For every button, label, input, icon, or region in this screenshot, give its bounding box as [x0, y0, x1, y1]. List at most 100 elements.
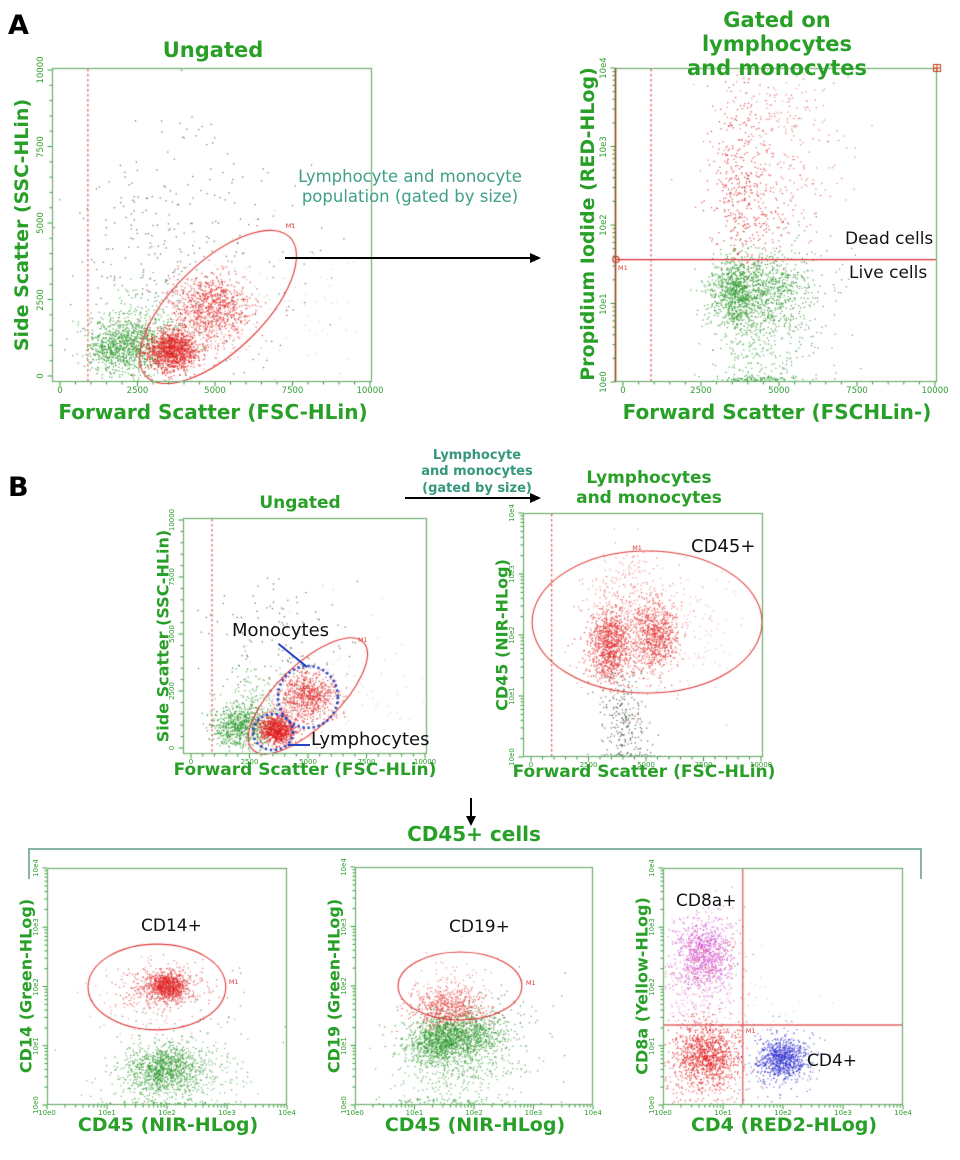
title-panel-b-cd45: Lymphocytes and monocytes: [576, 468, 722, 508]
x-tick-label: 5000: [204, 386, 226, 396]
y-tick-label: 10e0: [32, 1096, 40, 1114]
cd45-bracket-right-end: [920, 848, 922, 879]
cd45-bracket-left-end: [28, 848, 30, 879]
y-tick-label: 10e3: [599, 135, 609, 158]
annotation-cd8a-positive: CD8a+: [676, 891, 737, 911]
ylabel-b-ungated: Side Scatter (SSC-HLin): [153, 529, 173, 743]
ylabel-cd8a: CD8a (Yellow-HLog): [632, 897, 652, 1075]
x-tick-label: 10e2: [774, 1109, 792, 1117]
gating-arrow-b-head-icon: [530, 493, 541, 503]
y-tick-label: 0: [168, 745, 176, 751]
ylabel-a-gated: Propidium Iodide (RED-HLog): [577, 67, 599, 381]
xlabel-a-ungated: Forward Scatter (FSC-HLin): [58, 400, 368, 424]
annotation-cd4-positive: CD4+: [807, 1051, 858, 1071]
gating-arrow-a-line: [285, 257, 531, 260]
x-tick-label: 7500: [694, 761, 713, 769]
y-tick-label: 10e0: [340, 1096, 348, 1114]
panel-a-label: A: [8, 10, 29, 41]
annotation-live-cells: Live cells: [849, 263, 928, 283]
xlabel-cd8a: CD4 (RED2-HLog): [690, 1114, 878, 1136]
x-tick-label: 7500: [846, 386, 868, 396]
plot-panel-a-ungated: M1 0 2500 5000 7500 10000 0 2500 5000 7500 10000: [36, 52, 388, 398]
annotation-monocytes: Monocytes: [232, 620, 330, 641]
y-tick-label: 10e4: [32, 859, 40, 877]
y-tick-label: 10e4: [340, 858, 348, 876]
x-tick-label: 10e3: [834, 1109, 852, 1117]
y-tick-label: 10e2: [599, 214, 609, 236]
x-tick-label: 10e3: [218, 1109, 236, 1117]
gating-arrow-label-a: Lymphocyte and monocyte population (gate…: [298, 167, 522, 207]
x-tick-label: 0: [188, 758, 194, 766]
down-arrow-line: [470, 798, 473, 817]
ylabel-cd19: CD19 (Green-HLog): [324, 898, 344, 1074]
xlabel-a-gated: Forward Scatter (FSCHLin-): [622, 400, 932, 424]
y-tick-label: 10e4: [599, 57, 609, 79]
xlabel-b-cd45: Forward Scatter (FSC-HLin): [512, 762, 776, 782]
panel-b-label: B: [8, 472, 29, 503]
ylabel-a-ungated: Side Scatter (SSC-HLin): [11, 98, 33, 352]
x-tick-label: 7500: [357, 758, 376, 766]
gate-label: M1: [285, 221, 296, 230]
x-tick-label: 10000: [749, 761, 773, 769]
x-tick-label: 7500: [281, 386, 304, 396]
x-tick-label: 10e1: [98, 1109, 116, 1117]
ylabel-b-cd45: CD45 (NIR-HLog): [492, 559, 512, 711]
y-tick-label: 2500: [36, 288, 46, 311]
x-tick-label: 0: [620, 386, 626, 396]
x-tick-label: 5000: [768, 386, 790, 396]
x-tick-label: 10000: [356, 386, 384, 396]
cd45-cells-header: CD45+ cells: [407, 822, 541, 846]
annotation-cd45-positive: CD45+: [691, 536, 756, 557]
gate-label: M1: [745, 1027, 756, 1035]
xlabel-cd14: CD45 (NIR-HLog): [77, 1114, 259, 1136]
gate-label: M1: [618, 263, 628, 272]
xlabel-cd19: CD45 (NIR-HLog): [384, 1114, 566, 1136]
x-tick-label: 10e2: [158, 1109, 176, 1117]
gating-arrow-label-b: Lymphocyte and monocytes (gated by size): [421, 448, 533, 496]
y-tick-label: 10000: [168, 508, 176, 532]
gate-label: M1: [525, 978, 536, 987]
x-tick-label: 10e0: [346, 1109, 364, 1117]
xlabel-b-ungated: Forward Scatter (FSC-HLin): [173, 760, 437, 780]
x-tick-label: 2500: [240, 758, 259, 766]
x-tick-label: 2500: [690, 386, 712, 396]
x-tick-label: 0: [57, 386, 63, 396]
y-tick-label: 7500: [36, 135, 46, 158]
x-tick-label: 10e3: [524, 1109, 543, 1117]
x-tick-label: 5000: [299, 758, 317, 766]
x-tick-label: 2500: [126, 386, 149, 396]
x-tick-label: 10e1: [405, 1109, 424, 1117]
y-tick-label: 10000: [36, 56, 46, 84]
x-tick-label: 2500: [579, 761, 598, 769]
down-arrow-head-icon: [466, 816, 476, 826]
gating-arrow-a-head-icon: [530, 253, 541, 263]
x-tick-label: 10e4: [584, 1109, 602, 1117]
x-tick-label: 0: [528, 761, 534, 769]
x-tick-label: 10e1: [714, 1109, 732, 1117]
y-tick-label: 10e0: [648, 1096, 656, 1114]
y-tick-label: 10e0: [599, 371, 609, 393]
title-panel-a-gated: Gated on lymphocytes and monocytes: [686, 8, 868, 81]
y-tick-label: 5000: [36, 212, 46, 234]
lymphocytes-callout-line: [288, 744, 310, 747]
y-tick-label: 0: [36, 373, 46, 379]
x-tick-label: 10000: [413, 758, 437, 766]
annotation-cd14-positive: CD14+: [141, 916, 202, 936]
title-panel-b-ungated: Ungated: [259, 493, 341, 513]
gate-label: M1: [357, 636, 368, 644]
y-tick-label: 10e1: [599, 292, 609, 315]
x-tick-label: 10e2: [465, 1109, 483, 1117]
y-tick-label: 10e4: [508, 504, 516, 522]
x-tick-label: 10e0: [38, 1109, 56, 1117]
gate-label: M1: [632, 543, 642, 552]
annotation-dead-cells: Dead cells: [845, 229, 934, 249]
gating-arrow-b-line: [405, 497, 531, 500]
cd45-bracket-horizontal: [28, 848, 922, 850]
annotation-cd19-positive: CD19+: [449, 917, 510, 937]
